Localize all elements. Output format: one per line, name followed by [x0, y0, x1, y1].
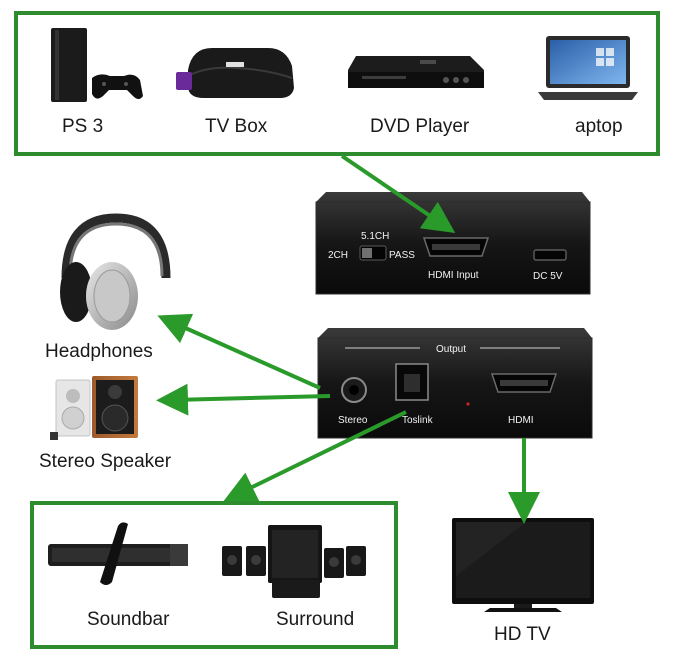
laptop-icon — [538, 36, 638, 100]
hdmi-input-label: HDMI Input — [428, 270, 479, 281]
hdtv-icon — [452, 518, 594, 612]
source-label-laptop: aptop — [575, 116, 623, 138]
switch-2ch-label: 2CH — [328, 250, 348, 261]
dvd-player-icon — [348, 56, 484, 88]
switch-5ch-label: 5.1CH — [361, 231, 389, 242]
soundbar-icon — [48, 522, 188, 585]
headphones-label: Headphones — [45, 341, 153, 363]
game-console-icon — [51, 28, 143, 102]
surround-speakers-icon — [222, 525, 366, 598]
headphones-icon — [60, 218, 166, 330]
stereo-speaker-label: Stereo Speaker — [39, 451, 171, 473]
hdmi-output-label: HDMI — [508, 415, 534, 426]
toslink-port-label: Toslink — [402, 415, 434, 426]
arrow-to-stereo-speaker — [172, 396, 330, 400]
output-panel-title: Output — [436, 344, 466, 355]
switch-pass-label: PASS — [389, 250, 415, 261]
surround-label: Surround — [276, 609, 354, 631]
stereo-speaker-icon — [50, 376, 138, 440]
arrow-to-headphones — [172, 322, 320, 388]
dc-5v-label: DC 5V — [533, 271, 563, 282]
source-label-tv-box: TV Box — [205, 116, 267, 138]
source-label-ps3: PS 3 — [62, 116, 103, 138]
streaming-box-icon — [176, 48, 294, 98]
hdtv-label: HD TV — [494, 624, 551, 646]
soundbar-label: Soundbar — [87, 609, 169, 631]
source-label-dvd-player: DVD Player — [370, 116, 469, 138]
stereo-port-label: Stereo — [338, 415, 368, 426]
